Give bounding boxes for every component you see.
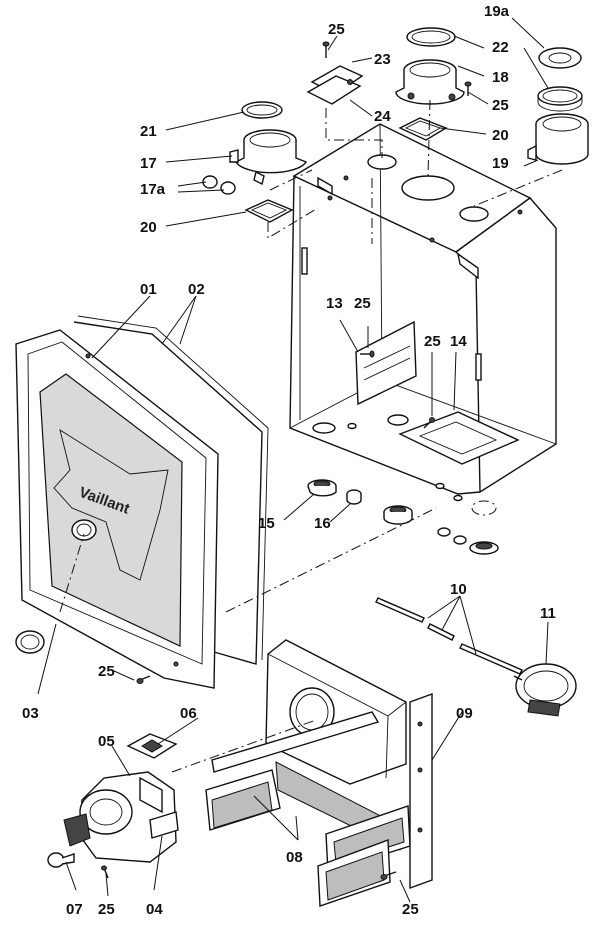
label-18: 18	[492, 69, 509, 86]
label-09: 09	[456, 705, 473, 722]
label-17a: 17a	[140, 181, 166, 198]
label-20-left: 20	[140, 219, 157, 236]
flue-seal-ring-22	[406, 27, 456, 47]
grommet-15	[307, 479, 337, 497]
pressure-switch-11	[513, 663, 577, 717]
label-05: 05	[98, 733, 115, 750]
front-cover-01: Vaillant	[15, 329, 219, 689]
screw-25-mid2	[423, 417, 435, 429]
label-04: 04	[146, 901, 163, 918]
label-10: 10	[450, 581, 467, 598]
grommet-center	[383, 505, 413, 525]
main-casing	[289, 123, 557, 516]
screw-25-bottom	[101, 865, 109, 879]
label-22: 22	[492, 39, 509, 56]
label-11: 11	[540, 605, 556, 622]
assembly-lines	[59, 99, 563, 773]
label-08: 08	[286, 849, 303, 866]
bracket-04	[149, 811, 179, 839]
label-02: 02	[188, 281, 205, 298]
label-14: 14	[450, 333, 467, 350]
label-17: 17	[140, 155, 157, 172]
screw-25-upper	[464, 81, 472, 96]
label-25-bottom2: 25	[402, 901, 419, 918]
rail-14	[398, 411, 520, 465]
label-07: 07	[66, 901, 83, 918]
screw-25-bottom2	[380, 871, 397, 880]
rear-plate-09	[409, 693, 433, 889]
screw-25-mid	[360, 350, 375, 358]
label-25-bottom: 25	[98, 901, 115, 918]
screw-25-low	[136, 675, 151, 684]
cover-plate-24	[306, 65, 364, 105]
burner-cover-08	[205, 761, 411, 907]
label-13: 13	[326, 295, 343, 312]
label-25-mid: 25	[354, 295, 371, 312]
label-24: 24	[374, 108, 391, 125]
flue-adapter-19	[527, 113, 589, 165]
flue-adapter-17	[229, 129, 308, 186]
label-25-mid2: 25	[424, 333, 441, 350]
label-20-right: 20	[492, 127, 509, 144]
leader-lines	[37, 17, 549, 903]
label-01: 01	[140, 281, 157, 298]
part-labels: 25 23 24 19a 22 18 25 20 19 21 17 17a 20…	[22, 3, 556, 918]
label-16: 16	[314, 515, 331, 532]
label-21: 21	[140, 123, 157, 140]
plugs-17a	[202, 175, 236, 195]
seal-ring-22-right	[537, 86, 583, 112]
label-25-upper: 25	[492, 97, 509, 114]
gasket-06	[126, 733, 178, 759]
flue-adapter-18	[395, 59, 465, 105]
label-25-top: 25	[328, 21, 345, 38]
label-23: 23	[374, 51, 391, 68]
seal-ring-19a	[538, 47, 582, 69]
grommet-16	[346, 489, 362, 505]
bracket-13	[355, 320, 417, 406]
gasket-20-left	[244, 199, 294, 223]
fan-05	[63, 771, 177, 863]
label-19a: 19a	[484, 3, 510, 20]
combustion-chamber	[211, 639, 407, 785]
label-06: 06	[180, 705, 197, 722]
sight-glass-03	[15, 630, 45, 654]
label-15: 15	[258, 515, 275, 532]
screw-25-top	[322, 41, 330, 58]
label-19: 19	[492, 155, 509, 172]
knob-07	[47, 852, 75, 868]
seal-ring-21	[241, 101, 283, 119]
grommets-small	[437, 527, 499, 555]
label-25-low: 25	[98, 663, 115, 680]
label-03: 03	[22, 705, 39, 722]
electrode-10	[375, 597, 523, 675]
